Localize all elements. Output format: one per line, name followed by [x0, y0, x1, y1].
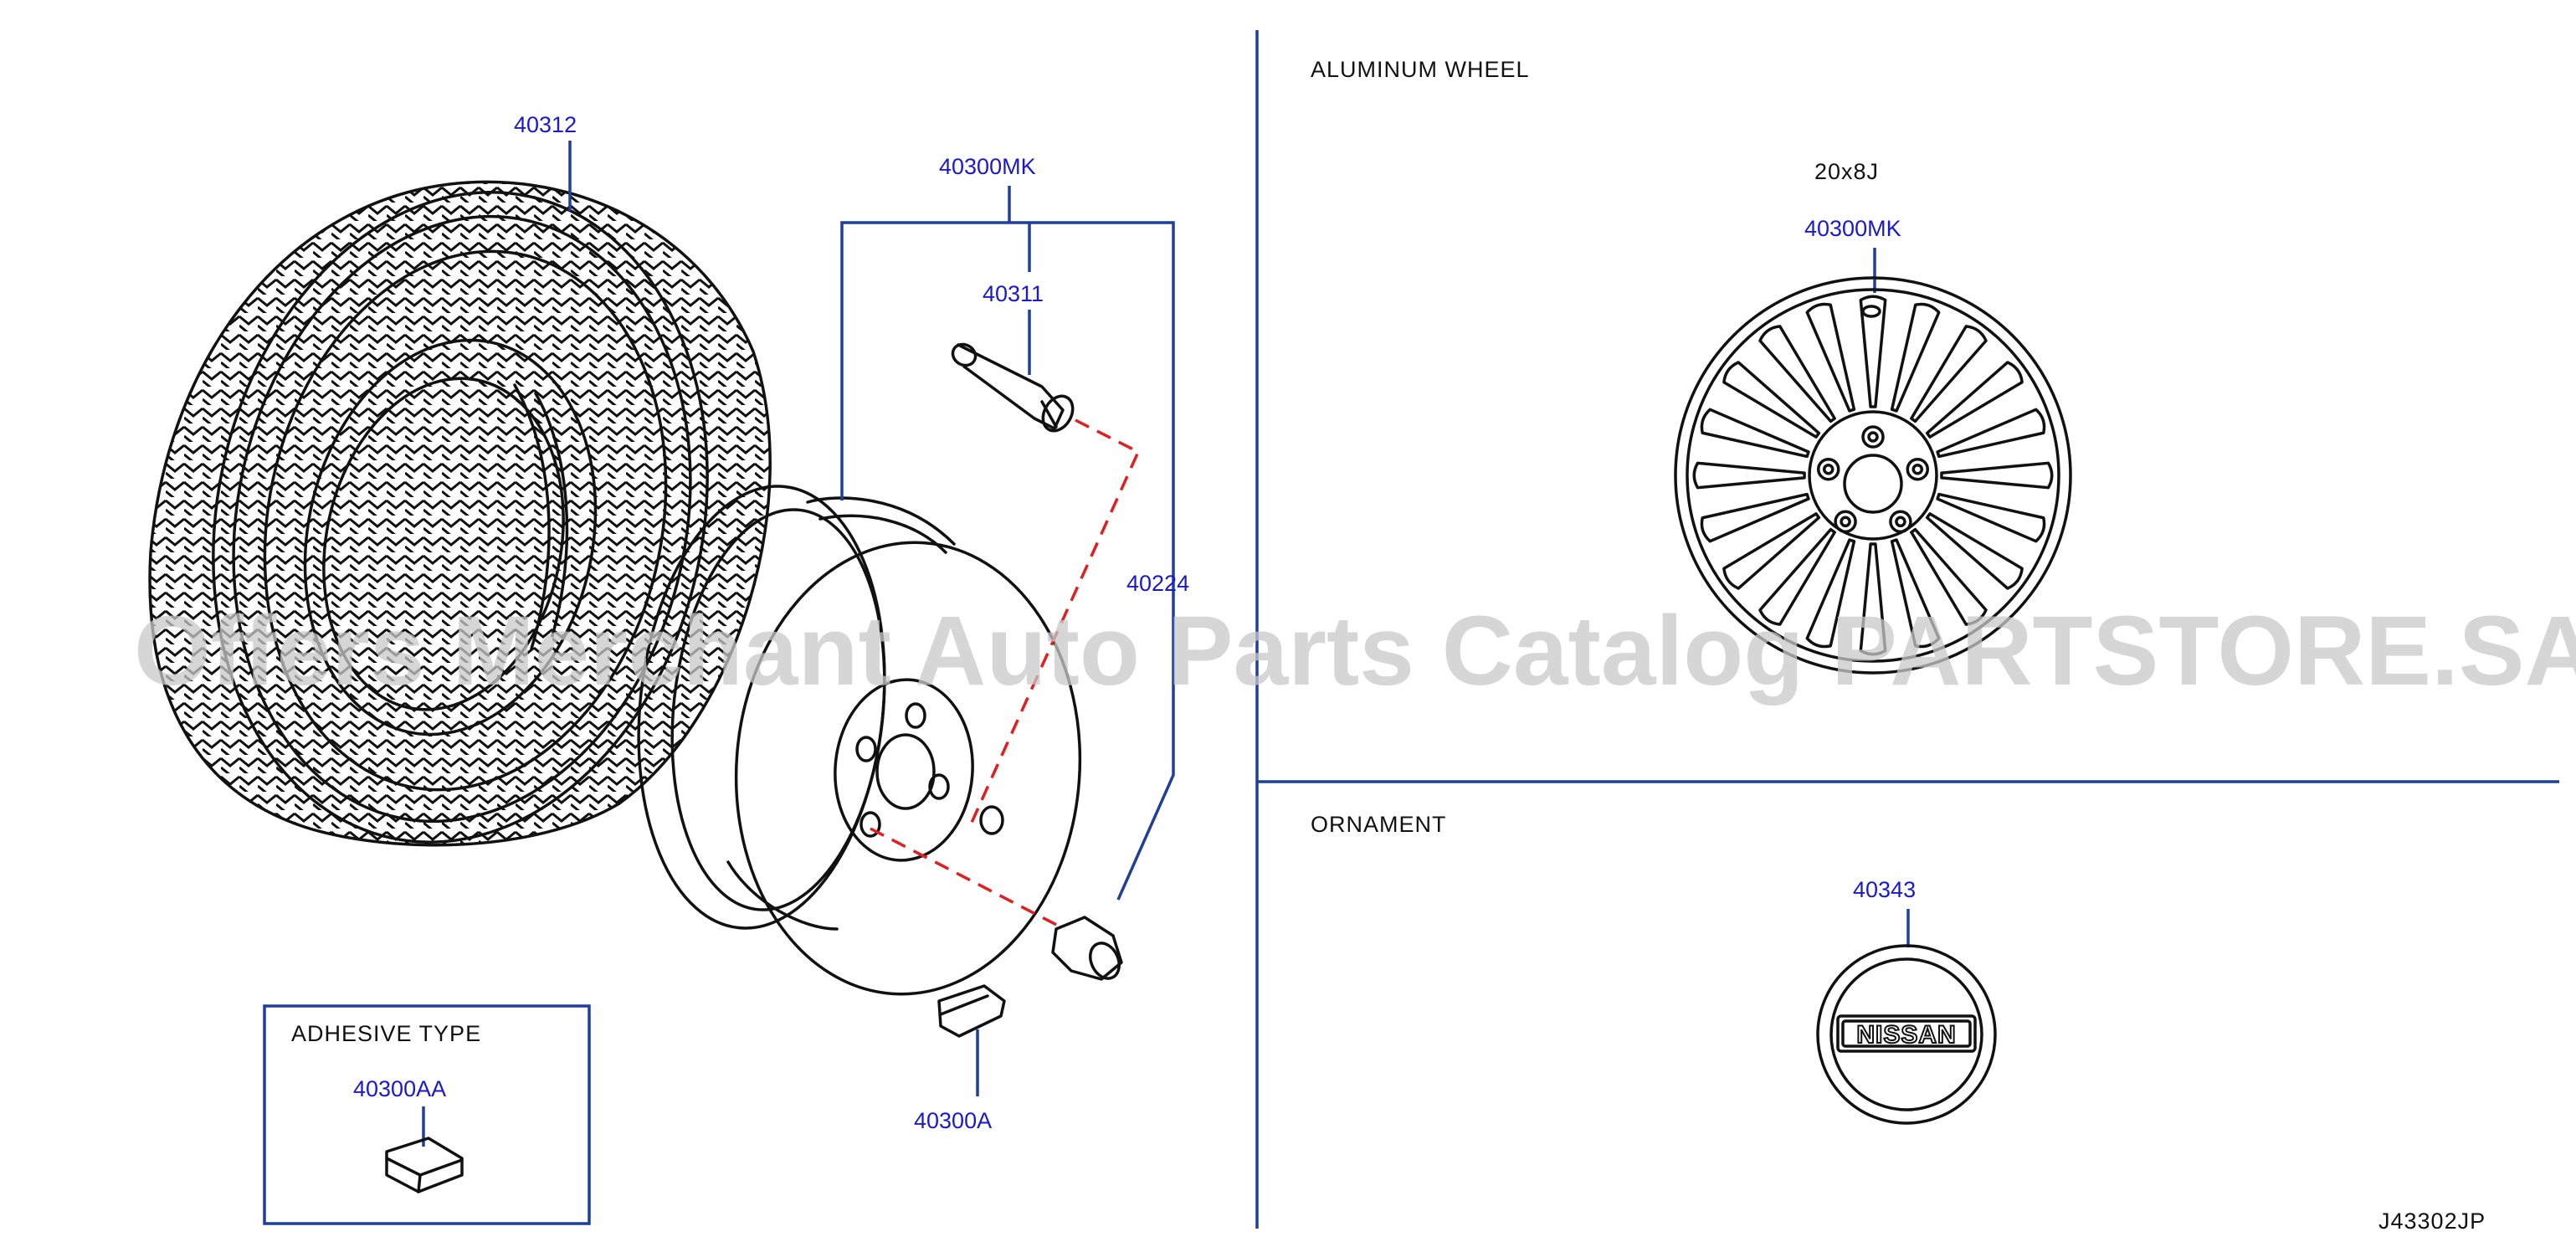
adhesive-weight-part-number[interactable]: 40300AA	[353, 1076, 446, 1101]
valve-assembly-line	[969, 418, 1141, 825]
wheel-spoke	[1722, 361, 1821, 439]
lug-hole	[1889, 510, 1912, 534]
nut-assembly-line	[870, 827, 1065, 931]
lug-hole-center	[1895, 516, 1906, 528]
wheel-spoke	[1910, 325, 1988, 423]
lug-hole-center	[1822, 463, 1835, 475]
wheel-spoke	[1722, 512, 1821, 590]
wheel-spoke	[1936, 408, 2046, 459]
valve-drawing[interactable]	[949, 341, 1079, 436]
wheel-spoke	[1805, 302, 1856, 413]
watermark: Offers Merchant Auto Parts Catalog PARTS…	[134, 596, 2576, 706]
aluminum-wheel-heading: ALUMINUM WHEEL	[1311, 57, 1530, 82]
adhesive-weight-drawing[interactable]	[385, 1137, 464, 1193]
wheel-spoke	[1910, 527, 1988, 626]
wheel-spoke	[1758, 325, 1836, 423]
ornament-drawing[interactable]: NISSAN	[1816, 944, 1997, 1125]
lug-hole	[1861, 425, 1885, 449]
aluminum-wheel-drawing[interactable]	[1674, 276, 2072, 675]
wheel-spoke	[1890, 538, 1941, 649]
wheel-spoke	[1925, 361, 2024, 439]
wheel-size-label: 20x8J	[1814, 159, 1879, 184]
ornament-heading: ORNAMENT	[1311, 812, 1447, 837]
wheel-spoke	[1936, 492, 2046, 543]
ornament-part-number[interactable]: 40343	[1853, 877, 1916, 902]
balance-weight-drawing[interactable]	[937, 984, 1006, 1038]
ornament-logo-text: NISSAN	[1856, 1021, 1956, 1049]
wheel-spoke	[1700, 408, 1810, 459]
lug-hole-center	[1840, 516, 1851, 528]
lug-hole	[1906, 457, 1930, 481]
wheel-spoke	[1890, 302, 1941, 413]
lug-hole	[1816, 457, 1840, 481]
adhesive-type-box	[263, 1004, 591, 1225]
wheel-spoke	[1805, 538, 1856, 649]
wheel-spoke	[1859, 542, 1887, 656]
nut-drawing[interactable]	[1051, 916, 1125, 983]
lug-hole-center	[1911, 463, 1924, 475]
nut-part-number[interactable]: 40224	[1126, 571, 1189, 596]
wheel-spoke	[1700, 492, 1810, 543]
wheel-assembly-bracket	[840, 221, 1175, 901]
wheel-drawing[interactable]	[618, 474, 1095, 1005]
lug-hole	[1834, 510, 1857, 534]
wheel-spoke	[1758, 527, 1836, 626]
tire-part-number[interactable]: 40312	[514, 112, 577, 137]
wheel-spoke	[1940, 461, 2054, 490]
balance-weight-part-number[interactable]: 40300A	[914, 1108, 992, 1133]
tire-drawing[interactable]	[148, 146, 772, 888]
wheel-assembly-part-number[interactable]: 40300MK	[939, 154, 1036, 179]
aluminum-wheel-part-number[interactable]: 40300MK	[1804, 216, 1901, 241]
valve-part-number[interactable]: 40311	[983, 281, 1044, 306]
lug-hole-center	[1867, 431, 1879, 443]
wheel-spoke	[1692, 461, 1806, 490]
wheel-spoke	[1859, 295, 1887, 408]
diagram-code: J43302JP	[2378, 1209, 2486, 1234]
wheel-spoke	[1925, 512, 2024, 590]
adhesive-type-heading: ADHESIVE TYPE	[291, 1021, 481, 1046]
